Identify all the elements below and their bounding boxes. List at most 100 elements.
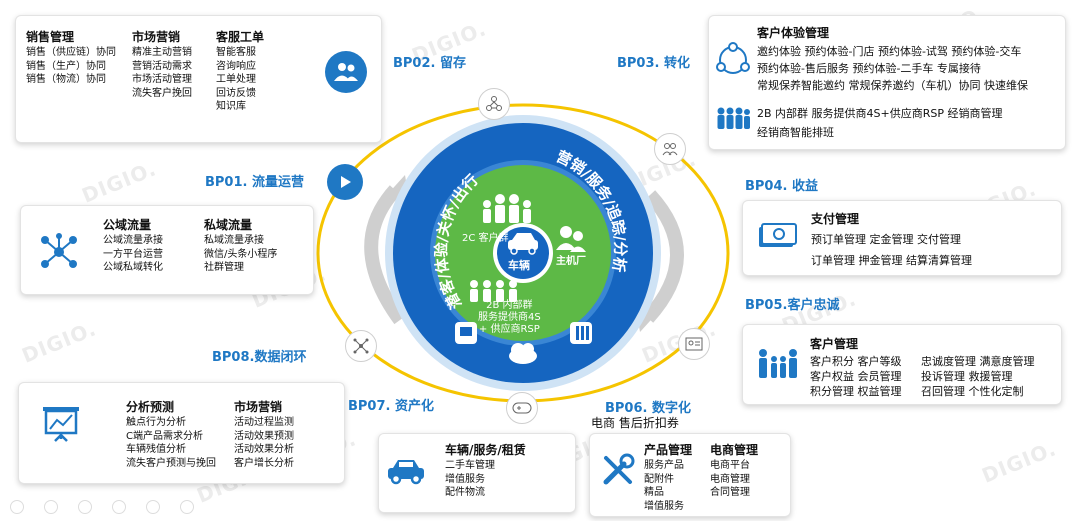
previous-slide-icon[interactable] [10,500,24,514]
bp08-label: BP08.数据闭环 [212,350,307,365]
dealer-scheduling-line: 经销商智能排班 [757,126,834,139]
traffic-network-icon [39,232,79,272]
gamepad-icon [506,392,538,424]
analysis-prediction-panel: 分析预测 触点行为分析 C端产品需求分析 车辆残值分析 流失客户预测与挽回 市场… [18,382,345,484]
list-item: 车辆残值分析 [126,444,186,455]
market-marketing-title: 市场营销 [132,30,181,44]
ecommerce-management-column: 电商管理 电商平台 电商管理 合同管理 [710,442,758,500]
loyalty-title: 客户管理 [810,337,859,351]
list-item: 流失客户预测与挽回 [126,457,216,469]
car-outline-icon [385,456,427,486]
customer-service-column: 客服工单 智能客服 咨询响应 工单处理 回访反馈 知识库 [216,29,264,114]
experience-line-3: 常规保养智能邀约 常规保养邀约（车机）协同 快速维保 [757,79,1028,92]
vehicle-label: 车辆 [508,259,530,272]
id-card-icon [678,328,710,360]
list-item: 客户增长分析 [234,457,294,469]
list-item: 一方平台运营 [103,248,163,260]
list-item: 市场活动管理 [132,74,192,85]
list-item: 公域流量承接 [103,235,163,246]
b2-dealer-line: 2B 内部群 服务提供商4S+供应商RSP 经销商管理 [757,107,1003,120]
list-item: 销售（供应链）协同 [26,47,116,58]
cash-icon [757,221,797,251]
customer-loyalty-panel: 客户管理 客户积分 客户等级 客户权益 会员管理 积分管理 权益管理 忠诚度管理… [742,324,1062,405]
business-group-icon [470,280,517,302]
tools-icon [600,452,636,488]
team-icon [654,133,686,165]
zoom-icon[interactable] [146,500,160,514]
cycle-arrow-left [364,185,406,325]
next-slide-icon[interactable] [44,500,58,514]
experience-cycle-icon [715,42,751,78]
analysis-predict-title: 分析预测 [126,400,175,414]
slide-toolbar [10,500,194,514]
network-node-icon [478,88,510,120]
payment-row-1: 预订单管理 定金管理 交付管理 [811,233,961,246]
list-item: 配附件 [644,473,674,485]
list-item: 智能客服 [216,47,256,58]
experience-line-2: 预约体验-售后服务 预约体验-二手车 专属接待 [757,62,981,75]
list-item: 私域流量承接 [204,235,264,246]
list-item: 电商平台 [710,460,750,471]
sales-management-column: 销售管理 销售（供应链）协同 销售（生产）协同 销售（物流）协同 [26,29,116,87]
loyalty-col1-row3: 积分管理 权益管理 [810,385,902,398]
oem-users-icon [556,226,586,252]
market-marketing-column: 市场营销 精准主动营销 营销活动需求 市场活动管理 流失客户挽回 [132,29,192,100]
list-item: 工单处理 [216,74,256,85]
public-traffic-column: 公域流量 公域流量承接 一方平台运营 公域私域转化 [103,217,163,275]
analysis-marketing-column: 市场营销 活动过程监测 活动效果预测 活动效果分析 客户增长分析 [234,399,294,470]
more-icon[interactable] [180,500,194,514]
presentation-board-icon [41,405,81,443]
list-item: 二手车管理 [445,460,495,471]
list-item: 微信/头条小程序 [204,248,278,260]
list-item: 合同管理 [710,487,750,498]
list-item: 社群管理 [204,262,244,273]
list-item: 公域私域转化 [103,262,163,273]
product-management-title: 产品管理 [644,443,693,457]
bp06-subtitle: 电商 售后折扣券 [591,416,679,430]
bp06-label: BP06. 数字化 [605,401,691,416]
play-icon[interactable] [327,164,363,200]
list-item: 营销活动需求 [132,60,192,72]
private-traffic-title: 私域流量 [204,218,253,232]
public-traffic-title: 公域流量 [103,218,152,232]
list-item: 精准主动营销 [132,47,192,58]
list-item: 活动效果分析 [234,444,294,455]
traffic-operations-panel: 公域流量 公域流量承接 一方平台运营 公域私域转化 私域流量 私域流量承接 微信… [20,205,314,295]
loyalty-col1-row2: 客户权益 会员管理 [810,370,902,383]
dealer-group-icon [715,106,751,132]
list-item: 流失客户挽回 [132,87,192,99]
cycle-arrow-right [642,190,684,323]
list-item: 配件物流 [445,487,485,498]
list-item: 增值服务 [445,473,485,485]
bp03-label: BP03. 转化 [617,56,690,71]
list-item: 活动效果预测 [234,430,294,442]
list-item: 电商管理 [710,473,750,485]
list-item: 服务产品 [644,460,684,471]
loyalty-col1-row1: 客户积分 客户等级 [810,355,902,368]
b2-line-1: 2B 内部群 [486,300,533,311]
bp05-label: BP05.客户忠诚 [745,298,840,313]
list-item: 知识库 [216,101,246,112]
slides-icon[interactable] [112,500,126,514]
sales-marketing-service-panel: 销售管理 销售（供应链）协同 销售（生产）协同 销售（物流）协同 市场营销 精准… [15,15,382,143]
car-icon [508,233,538,255]
list-item: 销售（生产）协同 [26,60,106,72]
list-item: 增值服务 [644,500,684,512]
list-item: 精品 [644,487,664,498]
b2-internal-label: 2B 内部群 服务提供商4S + 供应商RSP [478,300,541,336]
customer-experience-title: 客户体验管理 [757,26,830,40]
b2-line-2: 服务提供商4S [478,312,541,323]
ecommerce-management-title: 电商管理 [710,443,759,457]
customer-experience-panel: 客户体验管理 邀约体验 预约体验-门店 预约体验-试驾 预约体验-交车 预约体验… [708,15,1066,150]
loyalty-col2-row1: 忠诚度管理 满意度管理 [921,355,1035,368]
sales-management-title: 销售管理 [26,30,75,44]
payment-row-2: 订单管理 押金管理 结算清算管理 [811,254,972,267]
list-item: 触点行为分析 [126,417,186,428]
private-traffic-column: 私域流量 私域流量承接 微信/头条小程序 社群管理 [204,217,277,275]
vehicle-service-panel: 车辆/服务/租赁 二手车管理 增值服务 配件物流 [378,433,576,513]
vehicle-service-title: 车辆/服务/租赁 [445,443,526,457]
payment-title: 支付管理 [811,212,860,226]
pen-icon[interactable] [78,500,92,514]
bp02-label: BP02. 留存 [393,56,466,71]
